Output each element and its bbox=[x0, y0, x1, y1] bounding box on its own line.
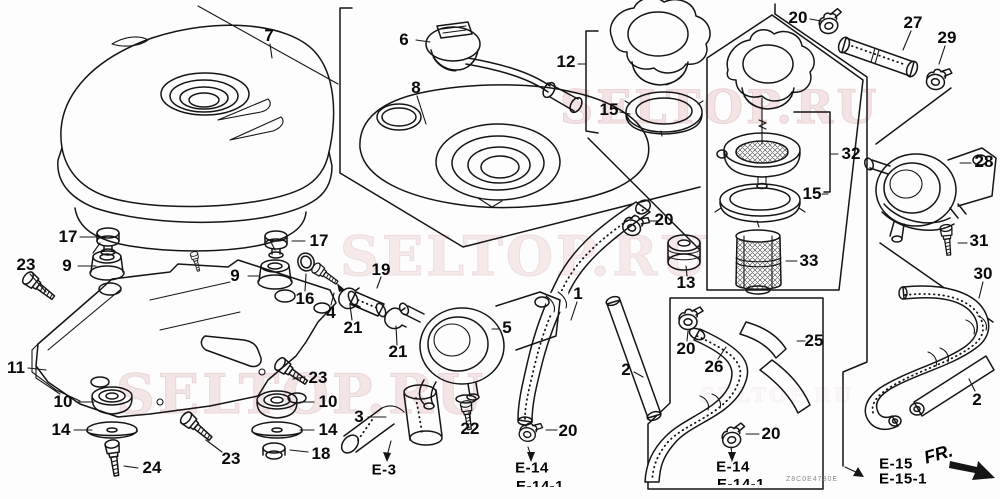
breather-tube-3 bbox=[340, 384, 443, 454]
part-callout-29: 29 bbox=[937, 28, 957, 47]
part-callout-9: 9 bbox=[230, 266, 240, 285]
part-callout-31: 31 bbox=[969, 231, 989, 250]
part-callout-15: 15 bbox=[802, 184, 822, 203]
part-callout-20: 20 bbox=[788, 8, 808, 27]
part-callout-9: 9 bbox=[62, 256, 72, 275]
hose-26 bbox=[644, 306, 749, 483]
cap-assembly-32 bbox=[714, 29, 815, 228]
fuel-cap-with-tether bbox=[425, 21, 583, 114]
part-callout-33: 33 bbox=[799, 251, 819, 270]
part-callout-18: 18 bbox=[311, 444, 331, 463]
tank-cover bbox=[359, 84, 650, 209]
lower-mount-hardware bbox=[19, 269, 311, 478]
part-callout-30: 30 bbox=[973, 264, 993, 283]
fr-direction-arrow bbox=[949, 461, 995, 480]
ref-label-E-14: E-14 bbox=[515, 459, 549, 477]
part-callout-6: 6 bbox=[399, 30, 409, 49]
part-callout-23: 23 bbox=[308, 368, 328, 387]
fuel-hose-27 bbox=[816, 7, 954, 93]
part-callout-19: 19 bbox=[371, 260, 391, 279]
part-callout-14: 14 bbox=[51, 420, 71, 439]
part-callout-22: 22 bbox=[460, 419, 480, 438]
ref-label-E-15-1: E-15-1 bbox=[878, 470, 928, 488]
part-callout-3: 3 bbox=[354, 407, 364, 426]
tank-bracket-plate bbox=[31, 259, 337, 418]
part-callout-17: 17 bbox=[309, 231, 329, 250]
part-callout-8: 8 bbox=[411, 78, 421, 97]
part-callout-20: 20 bbox=[558, 421, 578, 440]
fuel-tube-1 bbox=[517, 199, 652, 426]
part-callout-20: 20 bbox=[654, 210, 674, 229]
fuel-tank bbox=[57, 24, 335, 254]
hose-25 bbox=[739, 321, 811, 414]
filler-cap-12-and-ring-15 bbox=[609, 0, 711, 137]
grommet-13 bbox=[667, 234, 701, 271]
part-callout-21: 21 bbox=[388, 342, 408, 361]
valve-assembly-5 bbox=[398, 291, 561, 431]
part-callout-5: 5 bbox=[502, 318, 512, 337]
part-callout-23: 23 bbox=[221, 449, 241, 468]
part-callout-23: 23 bbox=[16, 255, 36, 274]
part-callout-20: 20 bbox=[676, 339, 696, 358]
fuel-valve-28 bbox=[863, 147, 997, 257]
leader-lines bbox=[27, 18, 984, 469]
ref-label-E-14: E-14 bbox=[716, 458, 750, 476]
part-callout-1: 1 bbox=[573, 284, 583, 303]
part-callout-17: 17 bbox=[58, 227, 78, 246]
fuel-tube-2-center bbox=[605, 295, 662, 422]
part-callout-14: 14 bbox=[318, 420, 338, 439]
part-callout-4: 4 bbox=[326, 303, 336, 322]
part-callout-12: 12 bbox=[556, 52, 576, 71]
ref-label-E-3: E-3 bbox=[371, 461, 397, 479]
part-callout-26: 26 bbox=[704, 357, 724, 376]
part-callout-10: 10 bbox=[318, 392, 338, 411]
reference-arrows bbox=[383, 440, 864, 477]
hose-30 bbox=[864, 285, 990, 431]
part-callout-10: 10 bbox=[53, 392, 73, 411]
part-callout-28: 28 bbox=[974, 152, 994, 171]
ref-label-E-14-1: E-14-1 bbox=[516, 479, 564, 487]
part-callout-16: 16 bbox=[295, 289, 315, 308]
plate-code: Z8C0E4730E bbox=[786, 476, 839, 483]
part-callout-32: 32 bbox=[841, 144, 861, 163]
ref-label-E-15: E-15 bbox=[879, 455, 913, 473]
fuel-tube-2-right bbox=[909, 355, 995, 417]
part-callout-27: 27 bbox=[903, 13, 923, 32]
part-callout-13: 13 bbox=[676, 273, 696, 292]
part-callout-21: 21 bbox=[343, 318, 363, 337]
part-callout-7: 7 bbox=[264, 26, 274, 45]
o-ring-and-fuel-joint bbox=[297, 252, 345, 292]
part-callout-24: 24 bbox=[142, 458, 162, 477]
fuel-filter-cup bbox=[735, 229, 782, 295]
part-callout-2: 2 bbox=[621, 360, 631, 379]
part-callout-2: 2 bbox=[972, 390, 982, 409]
part-callout-25: 25 bbox=[804, 331, 824, 350]
part-callout-20: 20 bbox=[761, 424, 781, 443]
part-callout-11: 11 bbox=[7, 358, 25, 377]
ref-label-E-14-1: E-14-1 bbox=[717, 477, 765, 485]
tank-mount-grommets bbox=[89, 227, 293, 290]
part-callout-15: 15 bbox=[599, 100, 619, 119]
hose-19-and-clips-21 bbox=[338, 287, 407, 330]
